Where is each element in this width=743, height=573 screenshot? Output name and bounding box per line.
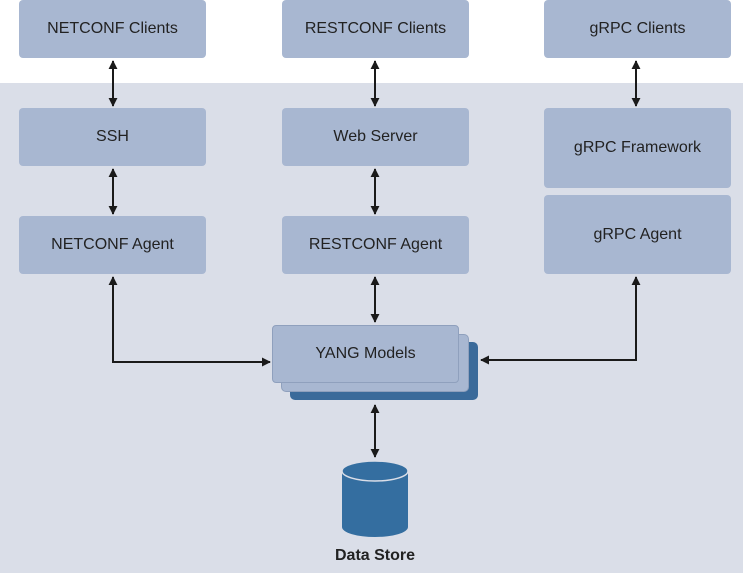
yang-models-box: YANG Models — [272, 325, 459, 383]
web-server-box: Web Server — [282, 108, 469, 166]
datastore-cylinder-icon — [341, 460, 409, 537]
netconf-agent-box: NETCONF Agent — [19, 216, 206, 274]
restconf-clients-label: RESTCONF Clients — [304, 20, 447, 37]
grpc-framework-label: gRPC Framework — [573, 139, 702, 156]
netconf-clients-box: NETCONF Clients — [19, 0, 206, 58]
grpc-clients-label: gRPC Clients — [589, 20, 686, 37]
yang-models-label: YANG Models — [315, 345, 416, 362]
restconf-agent-label: RESTCONF Agent — [308, 236, 443, 253]
arrow-grpc-agent-yang — [480, 276, 641, 365]
web-server-label: Web Server — [333, 128, 418, 145]
ssh-label: SSH — [96, 128, 129, 145]
grpc-clients-box: gRPC Clients — [544, 0, 731, 58]
datastore-label: Data Store — [334, 547, 416, 564]
restconf-clients-box: RESTCONF Clients — [282, 0, 469, 58]
restconf-agent-box: RESTCONF Agent — [282, 216, 469, 274]
netconf-clients-label: NETCONF Clients — [47, 20, 178, 37]
grpc-agent-label: gRPC Agent — [593, 225, 682, 243]
ssh-box: SSH — [19, 108, 206, 166]
arrow-netconf-agent-yang — [108, 276, 271, 367]
grpc-agent-box: gRPC Agent — [544, 195, 731, 274]
grpc-framework-box: gRPC Framework — [544, 108, 731, 188]
netconf-agent-label: NETCONF Agent — [51, 236, 174, 253]
